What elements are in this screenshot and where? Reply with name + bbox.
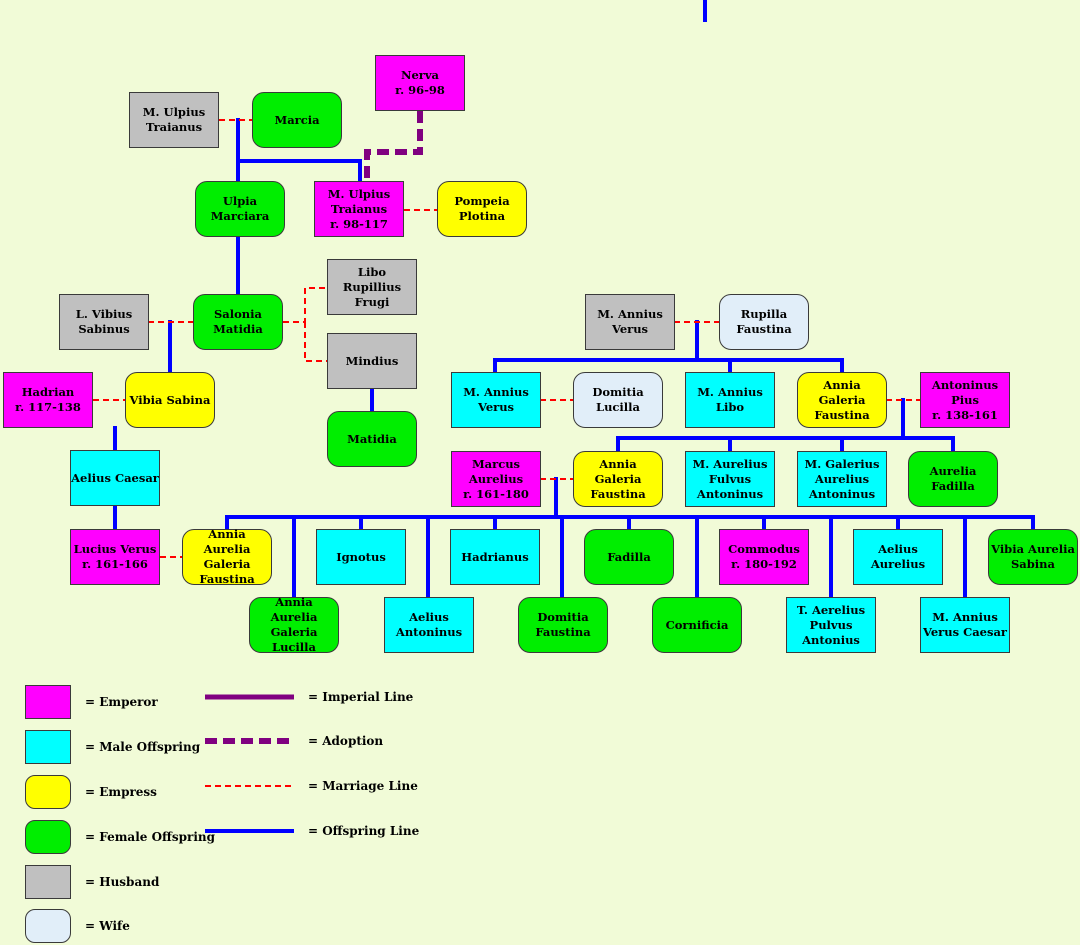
legend-swatch-husband: [25, 865, 71, 899]
legend-swatch-female-offspring: [25, 820, 71, 854]
person-aelius-aurelius: Aelius Aurelius: [853, 529, 943, 585]
person-annia-galeria-faustina-younger: Annia Galeria Faustina: [573, 451, 663, 507]
person-nerva: Nerva r. 96-98: [375, 55, 465, 111]
person-m-galerius-aurelius-antoninus: M. Galerius Aurelius Antoninus: [797, 451, 887, 507]
legend-label-emperor: = Emperor: [85, 695, 158, 709]
person-hadrian: Hadrian r. 117-138: [3, 372, 93, 428]
legend-label-offspring-line: = Offspring Line: [308, 824, 420, 838]
person-annia-aurelia-galeria-faustina: Annia Aurelia Galeria Faustina: [182, 527, 272, 586]
legend-label-adoption: = Adoption: [308, 734, 384, 748]
marriage-line: [304, 322, 328, 362]
legend-label-marriage-line: = Marriage Line: [308, 779, 418, 793]
person-domitia-lucilla: Domitia Lucilla: [573, 372, 663, 428]
legend-swatch-wife: [25, 909, 71, 943]
person-rupilla-faustina: Rupilla Faustina: [719, 294, 809, 350]
person-vibius-sabinus: L. Vibius Sabinus: [59, 294, 149, 350]
person-hadrianus: Hadrianus: [450, 529, 540, 585]
person-trajan: M. Ulpius Traianus r. 98-117: [314, 181, 404, 237]
person-annia-aurelia-galeria-lucilla: Annia Aurelia Galeria Lucilla: [249, 595, 339, 654]
person-m-annius-libo: M. Annius Libo: [685, 372, 775, 428]
legend-label-husband: = Husband: [85, 875, 160, 889]
legend-label-female-offspring: = Female Offspring: [85, 830, 216, 844]
legend-label-male-offspring: = Male Offspring: [85, 740, 201, 754]
person-annia-galeria-faustina-elder: Annia Galeria Faustina: [797, 372, 887, 428]
legend-swatch-male-offspring: [25, 730, 71, 764]
person-salonia-matidia: Salonia Matidia: [193, 294, 283, 350]
person-m-annius-verus-jr: M. Annius Verus: [451, 372, 541, 428]
person-ulpius-traianus-sr: M. Ulpius Traianus: [129, 92, 219, 148]
person-mindius: Mindius: [327, 333, 417, 389]
person-fadilla: Fadilla: [584, 529, 674, 585]
person-t-aerelius-pulvus-antonius: T. Aerelius Pulvus Antonius: [786, 597, 876, 653]
legend-label-wife: = Wife: [85, 919, 130, 933]
adoption-line: [364, 111, 423, 182]
person-vibia-sabina: Vibia Sabina: [125, 372, 215, 428]
person-m-annius-verus-caesar: M. Annius Verus Caesar: [920, 597, 1010, 653]
legend-swatch-emperor: [25, 685, 71, 719]
person-commodus: Commodus r. 180-192: [719, 529, 809, 585]
marriage-line: [283, 287, 328, 323]
person-domitia-faustina: Domitia Faustina: [518, 597, 608, 653]
person-cornificia: Cornificia: [652, 597, 742, 653]
person-matidia: Matidia: [327, 411, 417, 467]
person-lucius-verus: Lucius Verus r. 161-166: [70, 529, 160, 585]
person-antoninus-pius: Antoninus Pius r. 138-161: [920, 372, 1010, 428]
person-aurelia-fadilla: Aurelia Fadilla: [908, 451, 998, 507]
person-ulpia-marciara: Ulpia Marciara: [195, 181, 285, 237]
offspring-line: [616, 436, 955, 453]
legend-label-empress: = Empress: [85, 785, 157, 799]
person-marcus-aurelius: Marcus Aurelius r. 161-180: [451, 451, 541, 507]
legend-label-imperial-line: = Imperial Line: [308, 690, 414, 704]
person-marcia: Marcia: [252, 92, 342, 148]
person-libo-rupillius-frugi: Libo Rupillius Frugi: [327, 259, 417, 315]
person-vibia-aurelia-sabina: Vibia Aurelia Sabina: [988, 529, 1078, 585]
person-pompeia-plotina: Pompeia Plotina: [437, 181, 527, 237]
person-aelius-antoninus: Aelius Antoninus: [384, 597, 474, 653]
legend-swatch-empress: [25, 775, 71, 809]
offspring-line: [236, 159, 362, 184]
person-m-aurelius-fulvus-antoninus: M. Aurelius Fulvus Antoninus: [685, 451, 775, 507]
person-ignotus: Ignotus: [316, 529, 406, 585]
person-aelius-caesar: Aelius Caesar: [70, 450, 160, 506]
person-m-annius-verus-sr: M. Annius Verus: [585, 294, 675, 350]
offspring-line: [493, 358, 844, 374]
